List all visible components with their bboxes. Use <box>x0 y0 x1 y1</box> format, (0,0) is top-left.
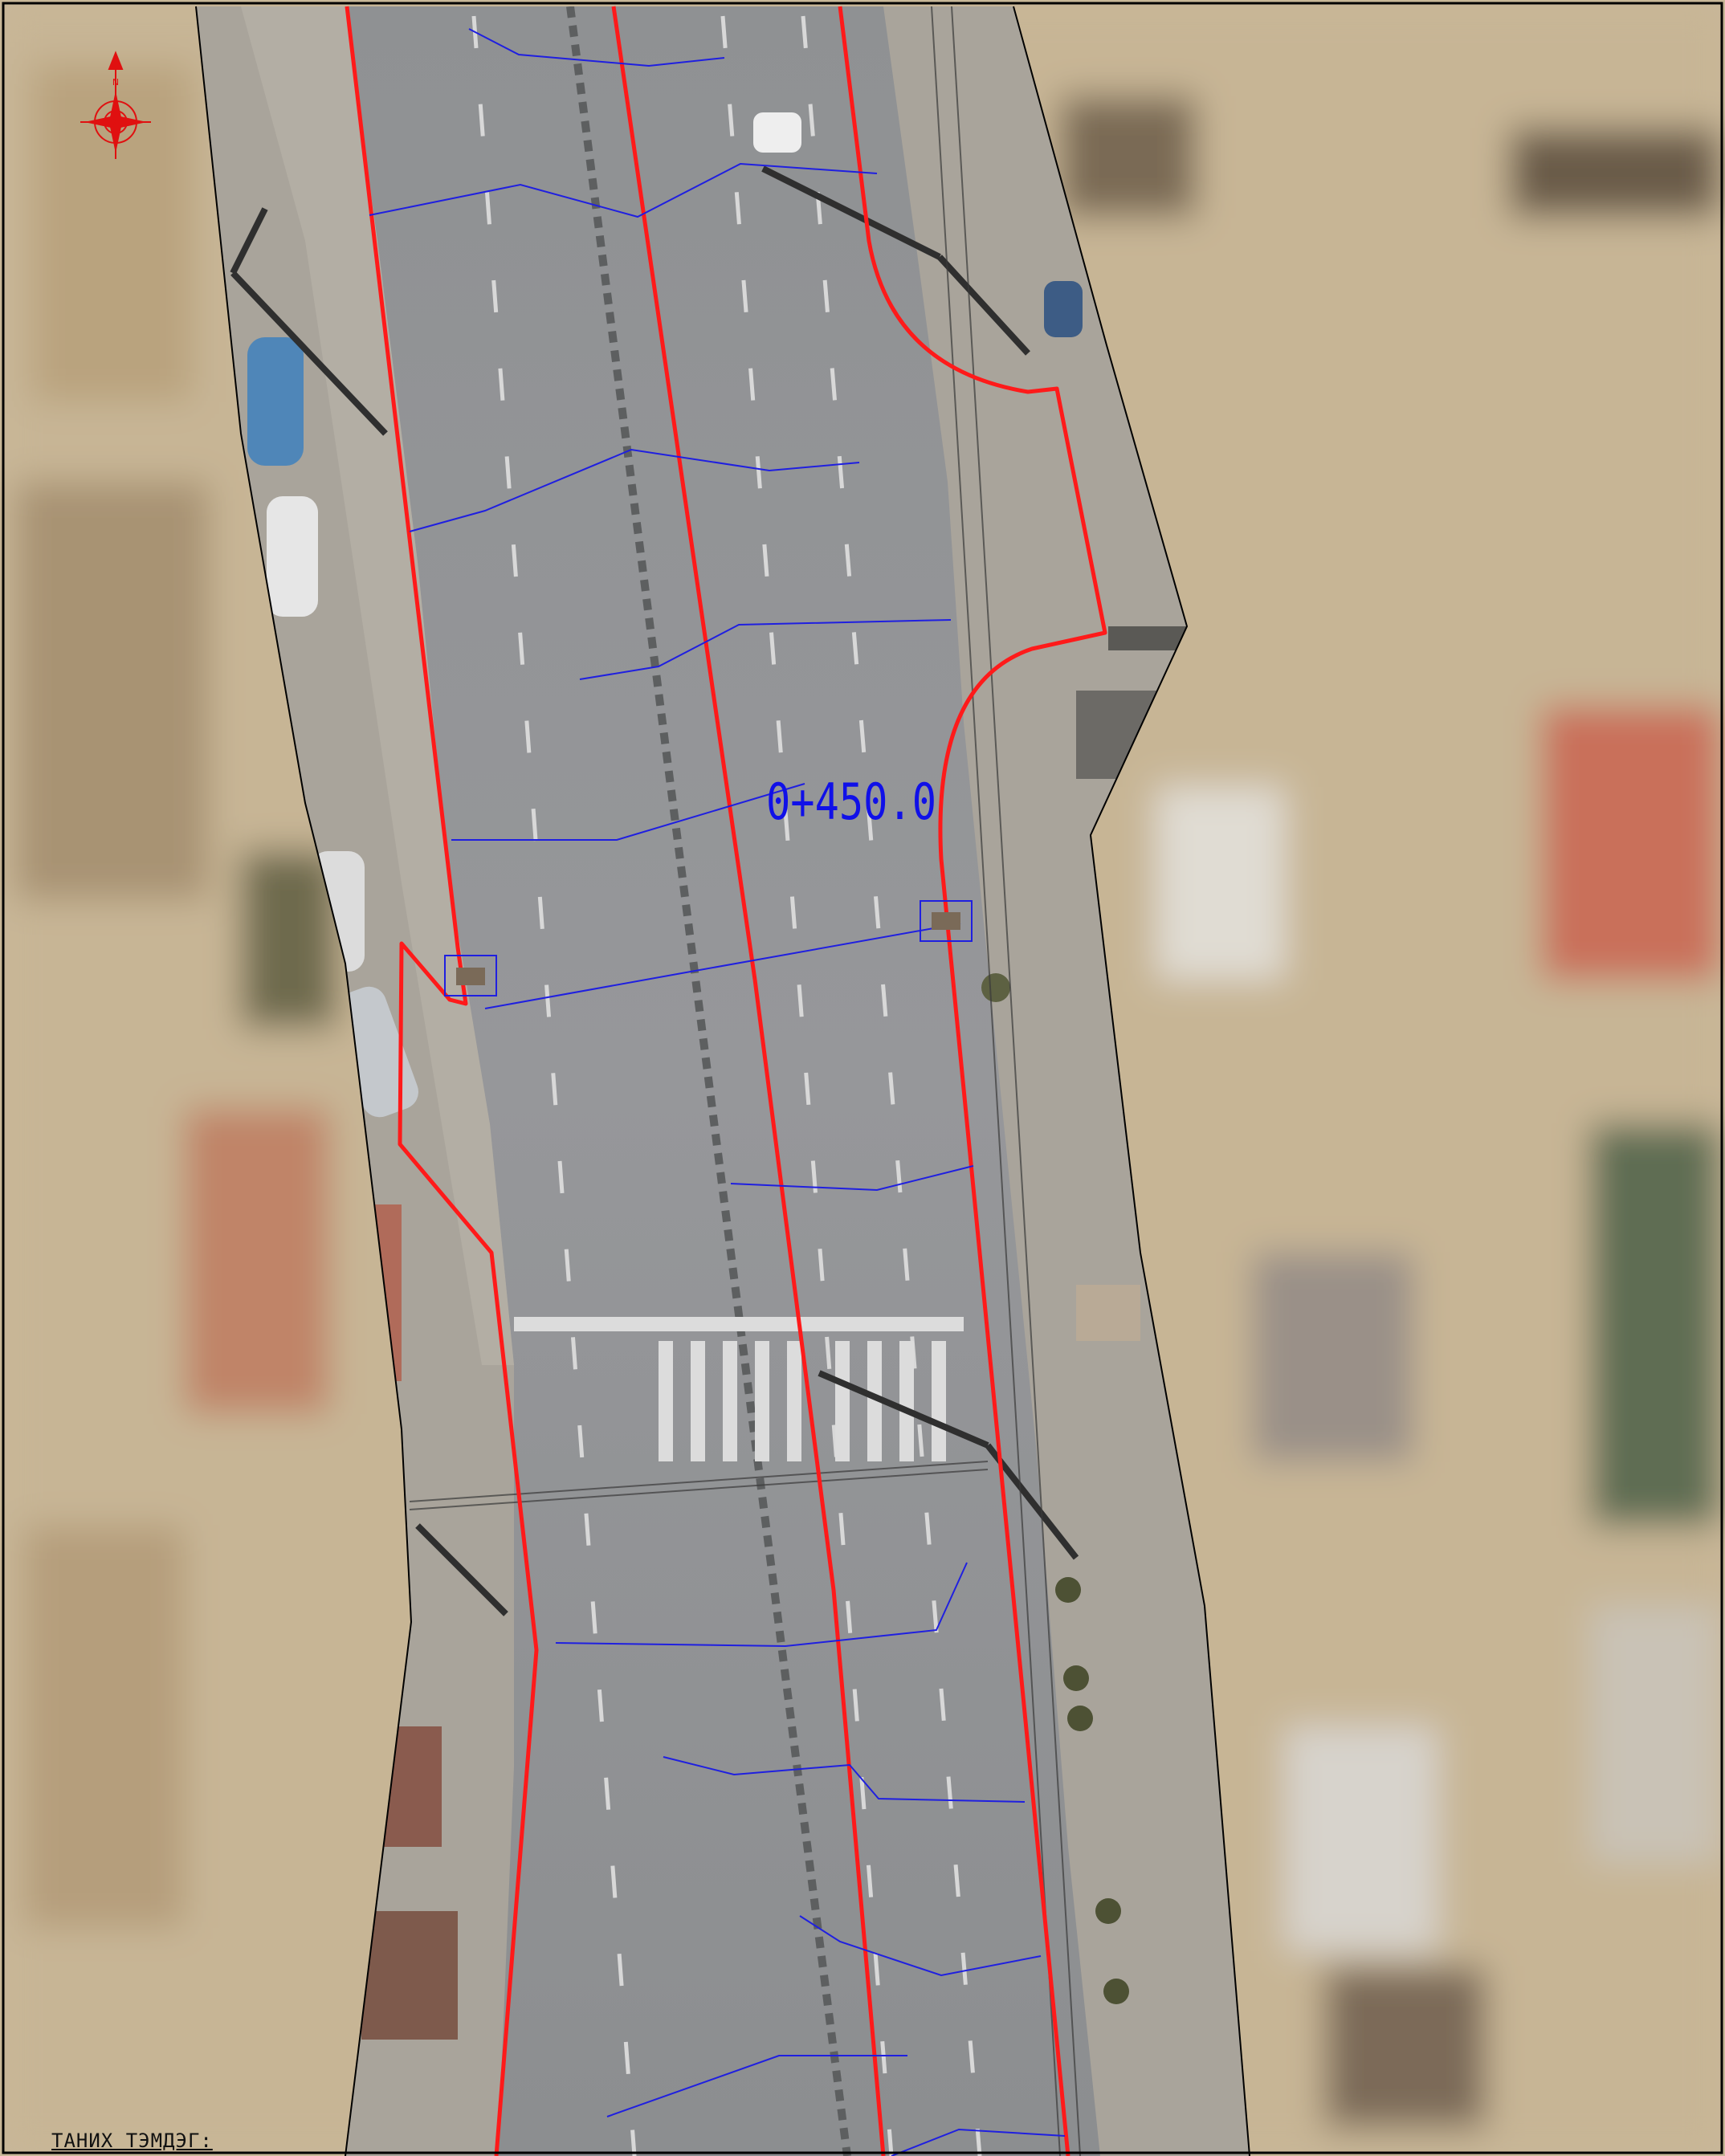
lane-markings <box>471 15 982 2156</box>
legend-title: ТАНИХ ТЭМДЭГ: <box>51 2130 213 2152</box>
drain-inlet-west[interactable] <box>444 955 497 996</box>
north-label: N <box>112 77 119 88</box>
street-lights <box>230 165 1079 1616</box>
north-arrow-icon: N <box>80 51 151 159</box>
compass-rose-icon <box>80 51 151 159</box>
corridor-boundary <box>195 6 413 2156</box>
drain-inlet-east[interactable] <box>920 900 973 942</box>
corridor-boundary-east <box>1013 6 1250 2156</box>
cross-section-lines <box>369 28 1066 2156</box>
design-boundary <box>345 6 1107 2156</box>
drainage-inlets <box>444 900 973 996</box>
median-barrier <box>566 6 851 2156</box>
overhead-wires <box>409 6 1081 2156</box>
station-label: 0+450.0 <box>766 772 936 831</box>
pedestrian-crossing <box>514 1317 964 1461</box>
parked-cars <box>247 112 1083 1118</box>
